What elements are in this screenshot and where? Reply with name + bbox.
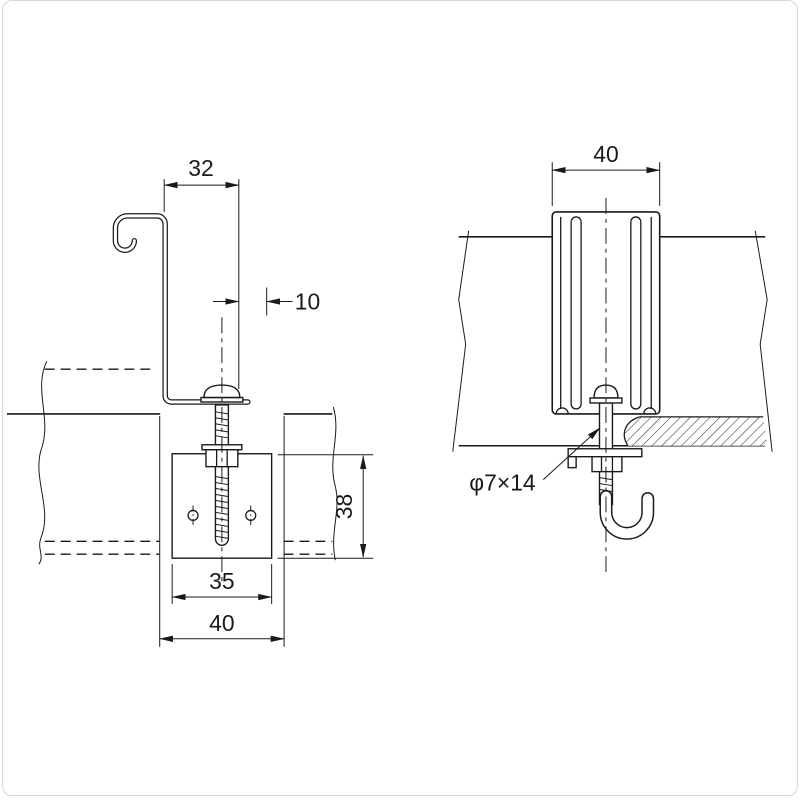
breakout-edge [623, 416, 640, 447]
dimension-10: 10 [212, 287, 320, 316]
hook-bolt-nut [591, 456, 623, 473]
dimension-32: 32 [163, 155, 240, 390]
bolt-spec-label: φ7×14 [469, 470, 536, 496]
deck-panel-lines [6, 360, 338, 565]
dim-label-40-left: 40 [209, 610, 234, 636]
hook-bolt [567, 384, 655, 540]
dim-label-32: 32 [188, 155, 213, 181]
washer-plate-tab [567, 456, 577, 469]
dim-label-38: 38 [331, 494, 357, 519]
dimension-35: 35 [171, 564, 273, 604]
bracket-profile [112, 213, 251, 405]
break-line-left [38, 360, 48, 565]
right-view-front: 40 φ7×14 [452, 141, 773, 577]
dimension-40-right: 40 [551, 141, 661, 206]
section-cut [623, 416, 768, 447]
technical-drawing-canvas: 32 10 38 35 40 [6, 141, 773, 647]
bolt-spec-callout: φ7×14 [469, 427, 601, 496]
dimension-38: 38 [277, 454, 374, 559]
dim-label-35: 35 [209, 568, 234, 594]
channel-lip-curl-right [643, 407, 657, 415]
square-washer-plate [567, 448, 643, 458]
left-view-side-section: 32 10 38 35 40 [6, 155, 374, 647]
bolt-threads [215, 411, 228, 539]
beam-break-right [754, 230, 773, 452]
channel-lip-curl-left [555, 407, 569, 415]
beam-break-left [452, 230, 470, 452]
break-line-right [332, 406, 338, 561]
dim-label-10: 10 [295, 288, 320, 314]
dim-label-40-right: 40 [593, 141, 618, 167]
dimension-40-left: 40 [159, 610, 285, 642]
